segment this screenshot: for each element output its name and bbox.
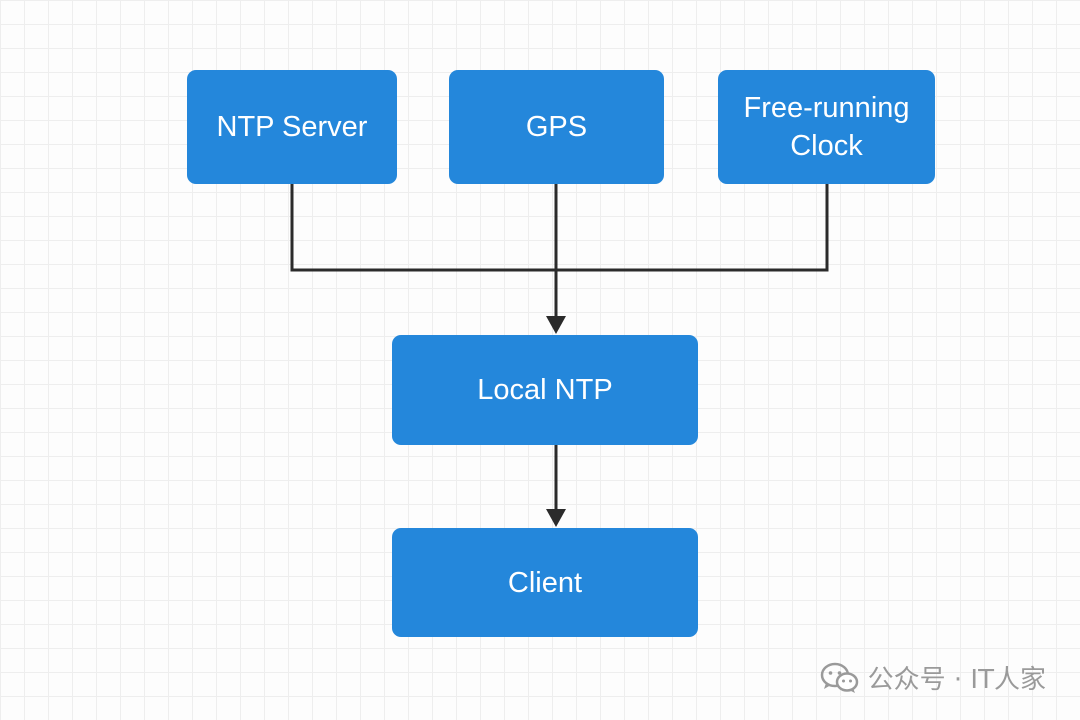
node-ntp-server: NTP Server xyxy=(187,70,397,184)
edge-free-running-to-local-ntp xyxy=(556,184,829,272)
node-local-ntp: Local NTP xyxy=(392,335,698,445)
node-local-ntp-label: Local NTP xyxy=(477,374,613,406)
arrowhead-into-client xyxy=(546,509,566,527)
watermark: 公众号 · IT人家 xyxy=(820,659,1046,696)
node-ntp-server-label: NTP Server xyxy=(216,111,368,143)
node-gps: GPS xyxy=(449,70,664,184)
arrowhead-into-local-ntp xyxy=(546,316,566,334)
edge-ntp-server-to-local-ntp xyxy=(290,184,556,272)
wechat-icon xyxy=(820,662,858,693)
node-client: Client xyxy=(392,528,698,637)
node-client-label: Client xyxy=(507,566,583,599)
watermark-text: 公众号 · IT人家 xyxy=(867,665,1046,695)
node-free-running-clock-label: Free-running Clock xyxy=(743,92,910,162)
node-gps-label: GPS xyxy=(525,111,588,143)
node-free-running-clock: Free-running Clock xyxy=(718,70,935,184)
